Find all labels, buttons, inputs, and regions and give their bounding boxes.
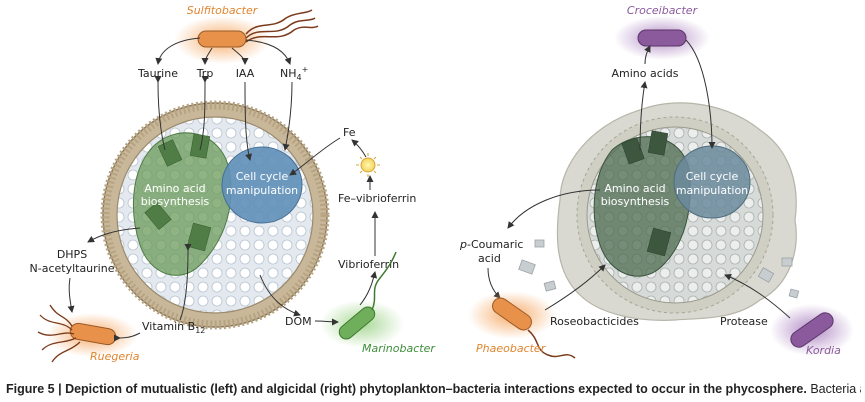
cc-line1-right: Cell cycle <box>686 170 739 183</box>
aa-line2: biosynthesis <box>141 195 210 208</box>
fe-label: Fe <box>343 126 356 139</box>
cc-line2-right: manipulation <box>676 184 748 197</box>
acid-label: acid <box>478 252 501 265</box>
protease-label: Protease <box>720 315 768 328</box>
aa-line1-right: Amino acid <box>604 182 665 195</box>
arrow-fe-cell <box>289 137 341 176</box>
arrow-roseo-cell <box>544 264 606 311</box>
ruegeria-flagella <box>37 304 81 363</box>
arrow-iaa-nucleus <box>244 81 252 161</box>
arrow-to-iaa <box>231 47 249 65</box>
phycosphere-diagram: Amino acid biosynthesis Cell cycle manip… <box>30 4 854 363</box>
coumaric-italic: p <box>459 238 467 251</box>
croceibacter-cell <box>637 29 687 47</box>
taurine-label: Taurine <box>137 67 178 80</box>
arrow-to-fe <box>351 139 367 158</box>
roseobacticides-label: Roseobacticides <box>550 315 639 328</box>
arrow-taurine-cell <box>154 75 166 151</box>
arrow-kordia-cell <box>724 273 791 319</box>
kordia-label: Kordia <box>806 344 841 357</box>
fe-vibrioferrin-label: Fe–vibrioferrin <box>338 192 416 205</box>
arrow-to-trp <box>201 47 213 65</box>
cc-line2: manipulation <box>226 184 298 197</box>
arrow-nh4-cell <box>282 81 293 151</box>
arrow-trp-cell <box>199 75 209 151</box>
cell-debris <box>518 239 800 299</box>
kordia-cell <box>790 312 834 348</box>
amino-acids-label: Amino acids <box>611 67 678 80</box>
nh4-label: NH4+ <box>280 65 308 82</box>
sun-rays-icon <box>356 153 380 177</box>
arrow-cell-dhps <box>87 227 141 243</box>
trp-label: Trp <box>196 67 214 80</box>
arrow-rue-vitb12 <box>113 332 141 342</box>
sulfitobacter-flagellum <box>245 17 316 39</box>
dom-label: DOM <box>285 315 312 328</box>
marinobacter-label: Marinobacter <box>362 342 436 355</box>
caption-bold: Figure 5 | Depiction of mutualistic (lef… <box>6 382 807 396</box>
arrow-cell-coumaric <box>507 189 601 229</box>
sulfitobacter-label: Sulfitobacter <box>187 4 259 17</box>
marinobacter-cell <box>338 306 376 340</box>
figure-caption: Figure 5 | Depiction of mutualistic (lef… <box>6 382 861 396</box>
coumaric-rest: -Coumaric <box>467 238 523 251</box>
sun-icon <box>360 157 376 173</box>
right-panel: Amino acid biosynthesis Cell cycle manip… <box>459 4 854 359</box>
cc-line1: Cell cycle <box>236 170 289 183</box>
arrow-dhps-rue <box>67 277 75 313</box>
arrow-dom-mar <box>314 318 339 326</box>
nh4-sub: 4 <box>297 73 302 82</box>
dhps-line2: N-acetyltaurine <box>30 262 115 275</box>
nh4-sup: + <box>302 65 309 74</box>
arrow-mar-vib <box>359 271 378 306</box>
arrow-cell-aa <box>639 81 648 151</box>
vitamin-text: Vitamin B <box>142 320 195 333</box>
aa-line2-right: biosynthesis <box>601 195 670 208</box>
cell-wall-texture <box>100 100 330 330</box>
vibrioferrin-label: Vibrioferrin <box>338 258 399 271</box>
nh4-text: NH <box>280 67 297 80</box>
vitamin-label: Vitamin B12 <box>142 320 205 335</box>
left-panel: Amino acid biosynthesis Cell cycle manip… <box>30 4 437 363</box>
phaeobacter-label: Phaeobacter <box>476 342 547 355</box>
aa-line1: Amino acid <box>144 182 205 195</box>
phaeobacter-flagellum <box>527 329 576 359</box>
arrow-to-nh4 <box>245 39 292 65</box>
thylakoid-stacks-right <box>621 130 672 257</box>
arrow-croci-nucleus <box>685 39 716 149</box>
phaeobacter-cell <box>492 297 532 331</box>
sulfitobacter-cell <box>197 30 247 48</box>
vitamin-sub: 12 <box>195 326 205 335</box>
arrow-vitb12-cell <box>179 243 192 321</box>
coumaric-label: p-Coumaric <box>459 238 523 251</box>
arrow-to-taurine <box>155 37 201 65</box>
arrow-cell-dom <box>259 274 301 317</box>
nucleus <box>221 146 303 224</box>
dhps-line1: DHPS <box>57 248 87 261</box>
arrow-aa-croci <box>644 45 651 65</box>
caption-rest: Bacteria are <box>810 382 861 396</box>
marinobacter-flagellum <box>371 251 397 311</box>
croceibacter-label: Croceibacter <box>627 4 699 17</box>
iaa-label: IAA <box>236 67 255 80</box>
ruegeria-label: Ruegeria <box>90 350 140 363</box>
